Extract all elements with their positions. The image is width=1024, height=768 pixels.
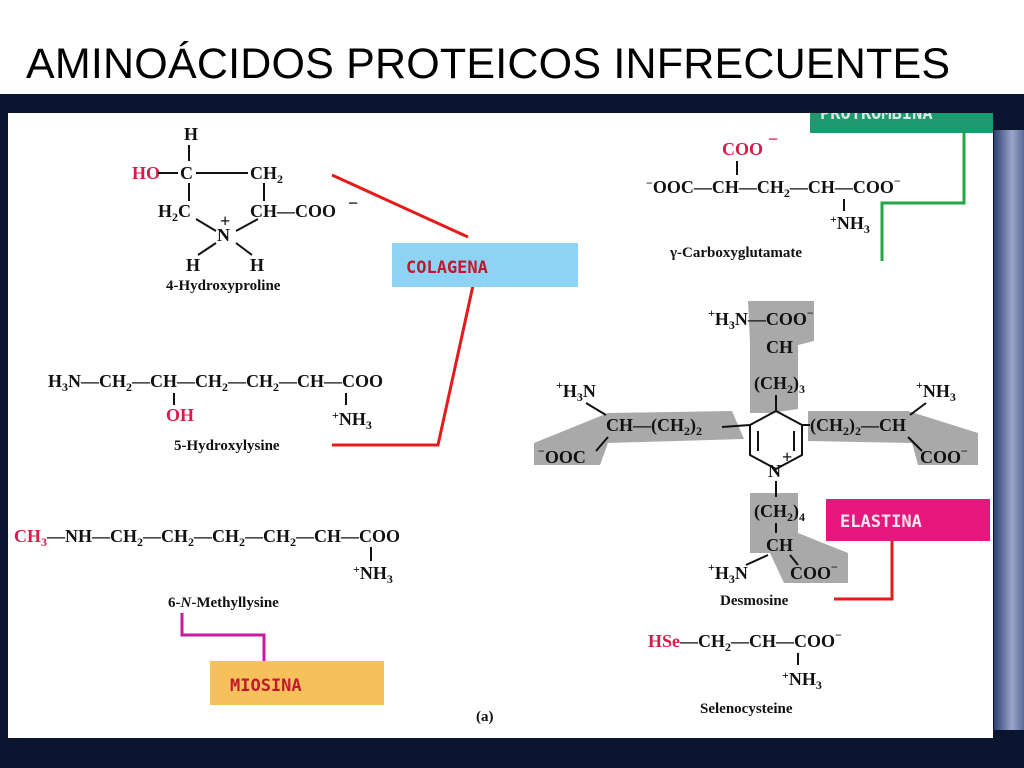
- svg-text:+H3N: +H3N: [556, 378, 596, 404]
- svg-text:−OOC: −OOC: [538, 444, 586, 467]
- hyl-oh-group: OH: [166, 405, 194, 425]
- gla-coo-top: COO: [722, 139, 763, 159]
- molecule-hydroxyproline: H HO C CH2 H2C CH—COO − + N H H 4-Hydrox…: [132, 124, 358, 294]
- hyl-nh3: +NH3: [332, 408, 372, 432]
- svg-text:H: H: [250, 255, 264, 275]
- svg-text:CH: CH: [766, 337, 793, 357]
- figure-label: (a): [476, 709, 494, 725]
- svg-text:COO−: COO−: [920, 444, 968, 467]
- svg-text:MIOSINA: MIOSINA: [230, 676, 302, 696]
- molecule-selenocysteine: HSe—CH2—CH—COO− +NH3 Selenocysteine: [648, 628, 842, 717]
- page-title: AMINOÁCIDOS PROTEICOS INFRECUENTES: [26, 40, 951, 88]
- svg-text:COLAGENA: COLAGENA: [406, 258, 488, 278]
- svg-text:ELASTINA: ELASTINA: [840, 512, 922, 532]
- hyl-name: 5-Hydroxylysine: [174, 438, 280, 454]
- molecule-hydroxylysine: H3N—CH2—CH—CH2—CH2—CH—COO OH +NH3 5-Hydr…: [48, 371, 383, 454]
- svg-text:N: N: [768, 461, 781, 481]
- figure-panel: H HO C CH2 H2C CH—COO − + N H H 4-Hydrox…: [8, 113, 993, 738]
- gla-nh3: +NH3: [830, 212, 870, 236]
- desmosine-highlight-left: [534, 411, 744, 465]
- molecule-desmosine: +H3N—COO− CH (CH2)3 N + +H3N CH—(CH2)2 −…: [534, 301, 978, 609]
- connector-miosina: [180, 613, 266, 661]
- hyp-ho-group: HO: [132, 163, 160, 183]
- hyp-c1: C: [180, 163, 193, 183]
- gla-name: γ-Carboxyglutamate: [669, 245, 802, 261]
- sec-nh3: +NH3: [782, 668, 822, 692]
- hyp-ch-coo: CH—COO: [250, 201, 336, 221]
- mly-chain: CH3—NH—CH2—CH2—CH2—CH2—CH—COO: [14, 526, 400, 549]
- connector-hydroxylysine-colagena: [332, 280, 476, 447]
- svg-text:(CH2)2—CH: (CH2)2—CH: [810, 415, 906, 438]
- mly-nh3: +NH3: [353, 562, 393, 586]
- hyp-ch2: CH2: [250, 163, 283, 186]
- connector-elastina: [834, 535, 952, 601]
- tag-miosina: MIOSINA: [210, 661, 384, 705]
- svg-text:+: +: [782, 447, 792, 467]
- gla-chain: −OOC—CH—CH2—CH—COO−: [646, 174, 901, 200]
- svg-text:+NH3: +NH3: [916, 378, 956, 404]
- frame-side-strip: [994, 130, 1024, 730]
- connector-protrombina: [880, 133, 966, 261]
- amino-acid-diagram: H HO C CH2 H2C CH—COO − + N H H 4-Hydrox…: [14, 113, 993, 725]
- mly-name: 6-N-Methyllysine: [168, 595, 279, 611]
- svg-text:−: −: [348, 193, 358, 213]
- svg-text:COO−: COO−: [790, 560, 838, 583]
- desmosine-highlight-top: [748, 301, 814, 413]
- svg-text:(CH2)3: (CH2)3: [754, 373, 805, 396]
- svg-text:+: +: [220, 211, 230, 231]
- connector-hydroxyproline-colagena: [331, 173, 469, 239]
- hyp-n: N: [217, 225, 230, 245]
- hyp-h2c: H2C: [158, 201, 191, 224]
- svg-text:CH: CH: [766, 535, 793, 555]
- svg-text:−: −: [768, 129, 778, 149]
- hyp-name: 4-Hydroxyproline: [166, 278, 281, 294]
- desmosine-top-arm: +H3N—COO−: [708, 306, 814, 332]
- svg-text:+H3N: +H3N: [708, 560, 748, 586]
- svg-text:CH—(CH2)2: CH—(CH2)2: [606, 415, 702, 438]
- molecule-methyllysine: CH3—NH—CH2—CH2—CH2—CH2—CH—COO +NH3 6-N-M…: [14, 526, 400, 611]
- tag-protrombina: PROTROMBINA: [810, 113, 993, 133]
- svg-text:PROTROMBINA: PROTROMBINA: [820, 113, 933, 124]
- tag-elastina: ELASTINA: [826, 499, 990, 541]
- desmosine-highlight-right: [808, 411, 978, 465]
- svg-text:H: H: [186, 255, 200, 275]
- hyp-h-top: H: [184, 124, 198, 144]
- molecule-carboxyglutamate: COO − −OOC—CH—CH2—CH—COO− +NH3 γ-Carboxy…: [646, 129, 901, 261]
- sec-name: Selenocysteine: [700, 701, 793, 717]
- hyl-chain: H3N—CH2—CH—CH2—CH2—CH—COO: [48, 371, 383, 394]
- desmosine-highlight-bottom: [750, 493, 848, 583]
- svg-text:(CH2)4: (CH2)4: [754, 501, 805, 524]
- sec-chain: HSe—CH2—CH—COO−: [648, 628, 842, 654]
- tag-colagena: COLAGENA: [392, 243, 578, 287]
- desmosine-name: Desmosine: [720, 593, 789, 609]
